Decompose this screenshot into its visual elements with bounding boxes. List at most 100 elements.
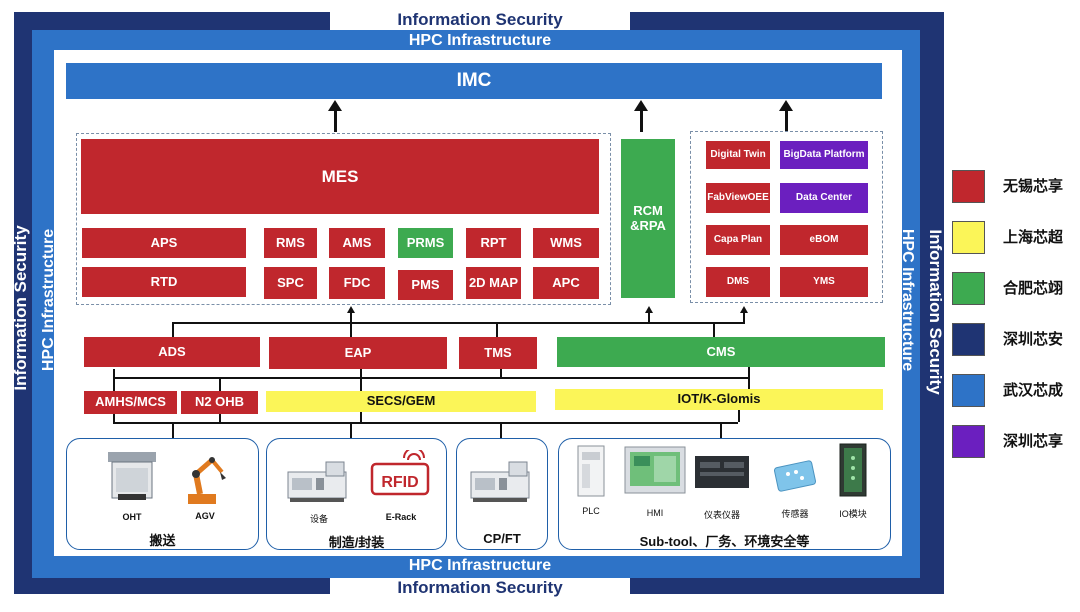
connector-bus <box>113 377 749 379</box>
apc-block: APC <box>533 267 599 299</box>
bigdata-platform-block: BigData Platform <box>780 141 868 169</box>
rcm-label: RCM <box>633 202 663 218</box>
capa-plan-block: Capa Plan <box>706 225 770 255</box>
ads-block: ADS <box>84 337 260 367</box>
legend: 无锡芯享 上海芯超 合肥芯翊 深圳芯安 武汉芯成 深圳芯享 <box>952 170 1072 470</box>
legend-swatch <box>952 170 985 203</box>
connector <box>360 369 362 391</box>
plc-icon <box>576 444 606 498</box>
connector <box>113 414 115 422</box>
hpc-label-bottom: HPC Infrastructure <box>408 557 552 574</box>
mes-group <box>76 133 611 305</box>
connector <box>500 422 502 438</box>
arrow-head <box>634 100 648 111</box>
yms-block: YMS <box>780 267 868 297</box>
connector <box>743 312 745 322</box>
connector <box>113 369 115 391</box>
rfid-text: RFID <box>381 474 418 491</box>
connector <box>350 422 352 438</box>
legend-swatch <box>952 323 985 356</box>
ebom-block: eBOM <box>780 225 868 255</box>
cpft-title: CP/FT <box>483 531 521 546</box>
subtool-title: Sub-tool、厂务、环境安全等 <box>639 534 810 549</box>
connector <box>350 322 352 337</box>
rpa-label: &RPA <box>630 217 666 233</box>
connector <box>350 312 352 322</box>
analytics-group <box>690 131 883 303</box>
connector <box>500 369 502 379</box>
spc-block: SPC <box>264 267 317 299</box>
cms-block: CMS <box>557 337 885 367</box>
agv-label: AGV <box>195 511 215 521</box>
oht-icon <box>104 450 160 506</box>
legend-label: 无锡芯享 <box>1003 178 1064 195</box>
connector <box>219 414 221 422</box>
legend-swatch <box>952 272 985 305</box>
agv-robot-icon <box>180 450 230 506</box>
ams-block: AMS <box>329 228 385 258</box>
arrow-shaft <box>334 110 337 132</box>
legend-label: 上海芯超 <box>1003 229 1064 246</box>
connector <box>713 322 715 337</box>
hmi-icon <box>624 446 686 494</box>
sensor-icon <box>772 458 818 494</box>
arrow-head <box>779 100 793 111</box>
secs-gem-block: SECS/GEM <box>266 391 536 412</box>
equipment-tool-icon <box>286 458 348 504</box>
legend-label: 深圳芯安 <box>1003 331 1064 348</box>
eap-block: EAP <box>269 337 447 369</box>
info-security-label-bottom: Information Security <box>330 578 630 598</box>
connector <box>748 367 750 391</box>
connector <box>360 412 362 422</box>
transport-title: 搬送 <box>149 533 176 548</box>
instrument-label: 仪表仪器 <box>703 510 740 520</box>
connector <box>496 322 498 337</box>
fabview-oee-block: FabViewOEE <box>706 183 770 213</box>
oht-label: OHT <box>122 512 142 522</box>
digital-twin-block: Digital Twin <box>706 141 770 169</box>
io-module-icon <box>838 442 868 498</box>
rfid-icon: RFID <box>370 447 430 496</box>
aps-block: APS <box>82 228 246 258</box>
io-module-label: IO模块 <box>839 509 867 519</box>
legend-swatch <box>952 221 985 254</box>
amhs-mcs-block: AMHS/MCS <box>84 391 177 414</box>
rcm-rpa-block: RCM &RPA <box>621 139 675 298</box>
tms-block: TMS <box>459 337 537 369</box>
connector <box>172 422 174 438</box>
connector <box>738 410 740 422</box>
legend-swatch <box>952 374 985 407</box>
legend-label: 合肥芯翊 <box>1003 280 1064 297</box>
arrow-head <box>328 100 342 111</box>
info-security-label-right: Information Security <box>926 229 945 395</box>
arrow-head <box>740 306 748 313</box>
connector <box>172 322 174 337</box>
arrow-shaft <box>640 110 643 132</box>
connector <box>648 312 650 322</box>
sensor-label: 传感器 <box>781 509 809 519</box>
rtd-block: RTD <box>82 267 246 297</box>
pms-block: PMS <box>398 270 453 300</box>
rms-block: RMS <box>264 228 317 258</box>
arrow-head <box>645 306 653 313</box>
arrow-head <box>347 306 355 313</box>
iot-k-glomis-block: IOT/K-Glomis <box>555 389 883 410</box>
n2-ohb-block: N2 OHB <box>181 391 258 414</box>
plc-label: PLC <box>582 506 600 516</box>
rpt-block: RPT <box>466 228 521 258</box>
connector-bus <box>172 322 745 324</box>
mes-block: MES <box>81 139 599 214</box>
cpft-tool-icon <box>469 458 531 504</box>
manufacturing-title: 制造/封装 <box>328 535 385 550</box>
connector <box>720 422 722 438</box>
legend-swatch <box>952 425 985 458</box>
connector <box>219 377 221 391</box>
connector-bus <box>113 422 738 424</box>
hmi-label: HMI <box>646 508 664 518</box>
info-security-label-top: Information Security <box>330 10 630 30</box>
imc-block: IMC <box>66 63 882 99</box>
dms-block: DMS <box>706 267 770 297</box>
prms-block: PRMS <box>398 228 453 258</box>
legend-label: 武汉芯成 <box>1003 382 1064 399</box>
data-center-block: Data Center <box>780 183 868 213</box>
